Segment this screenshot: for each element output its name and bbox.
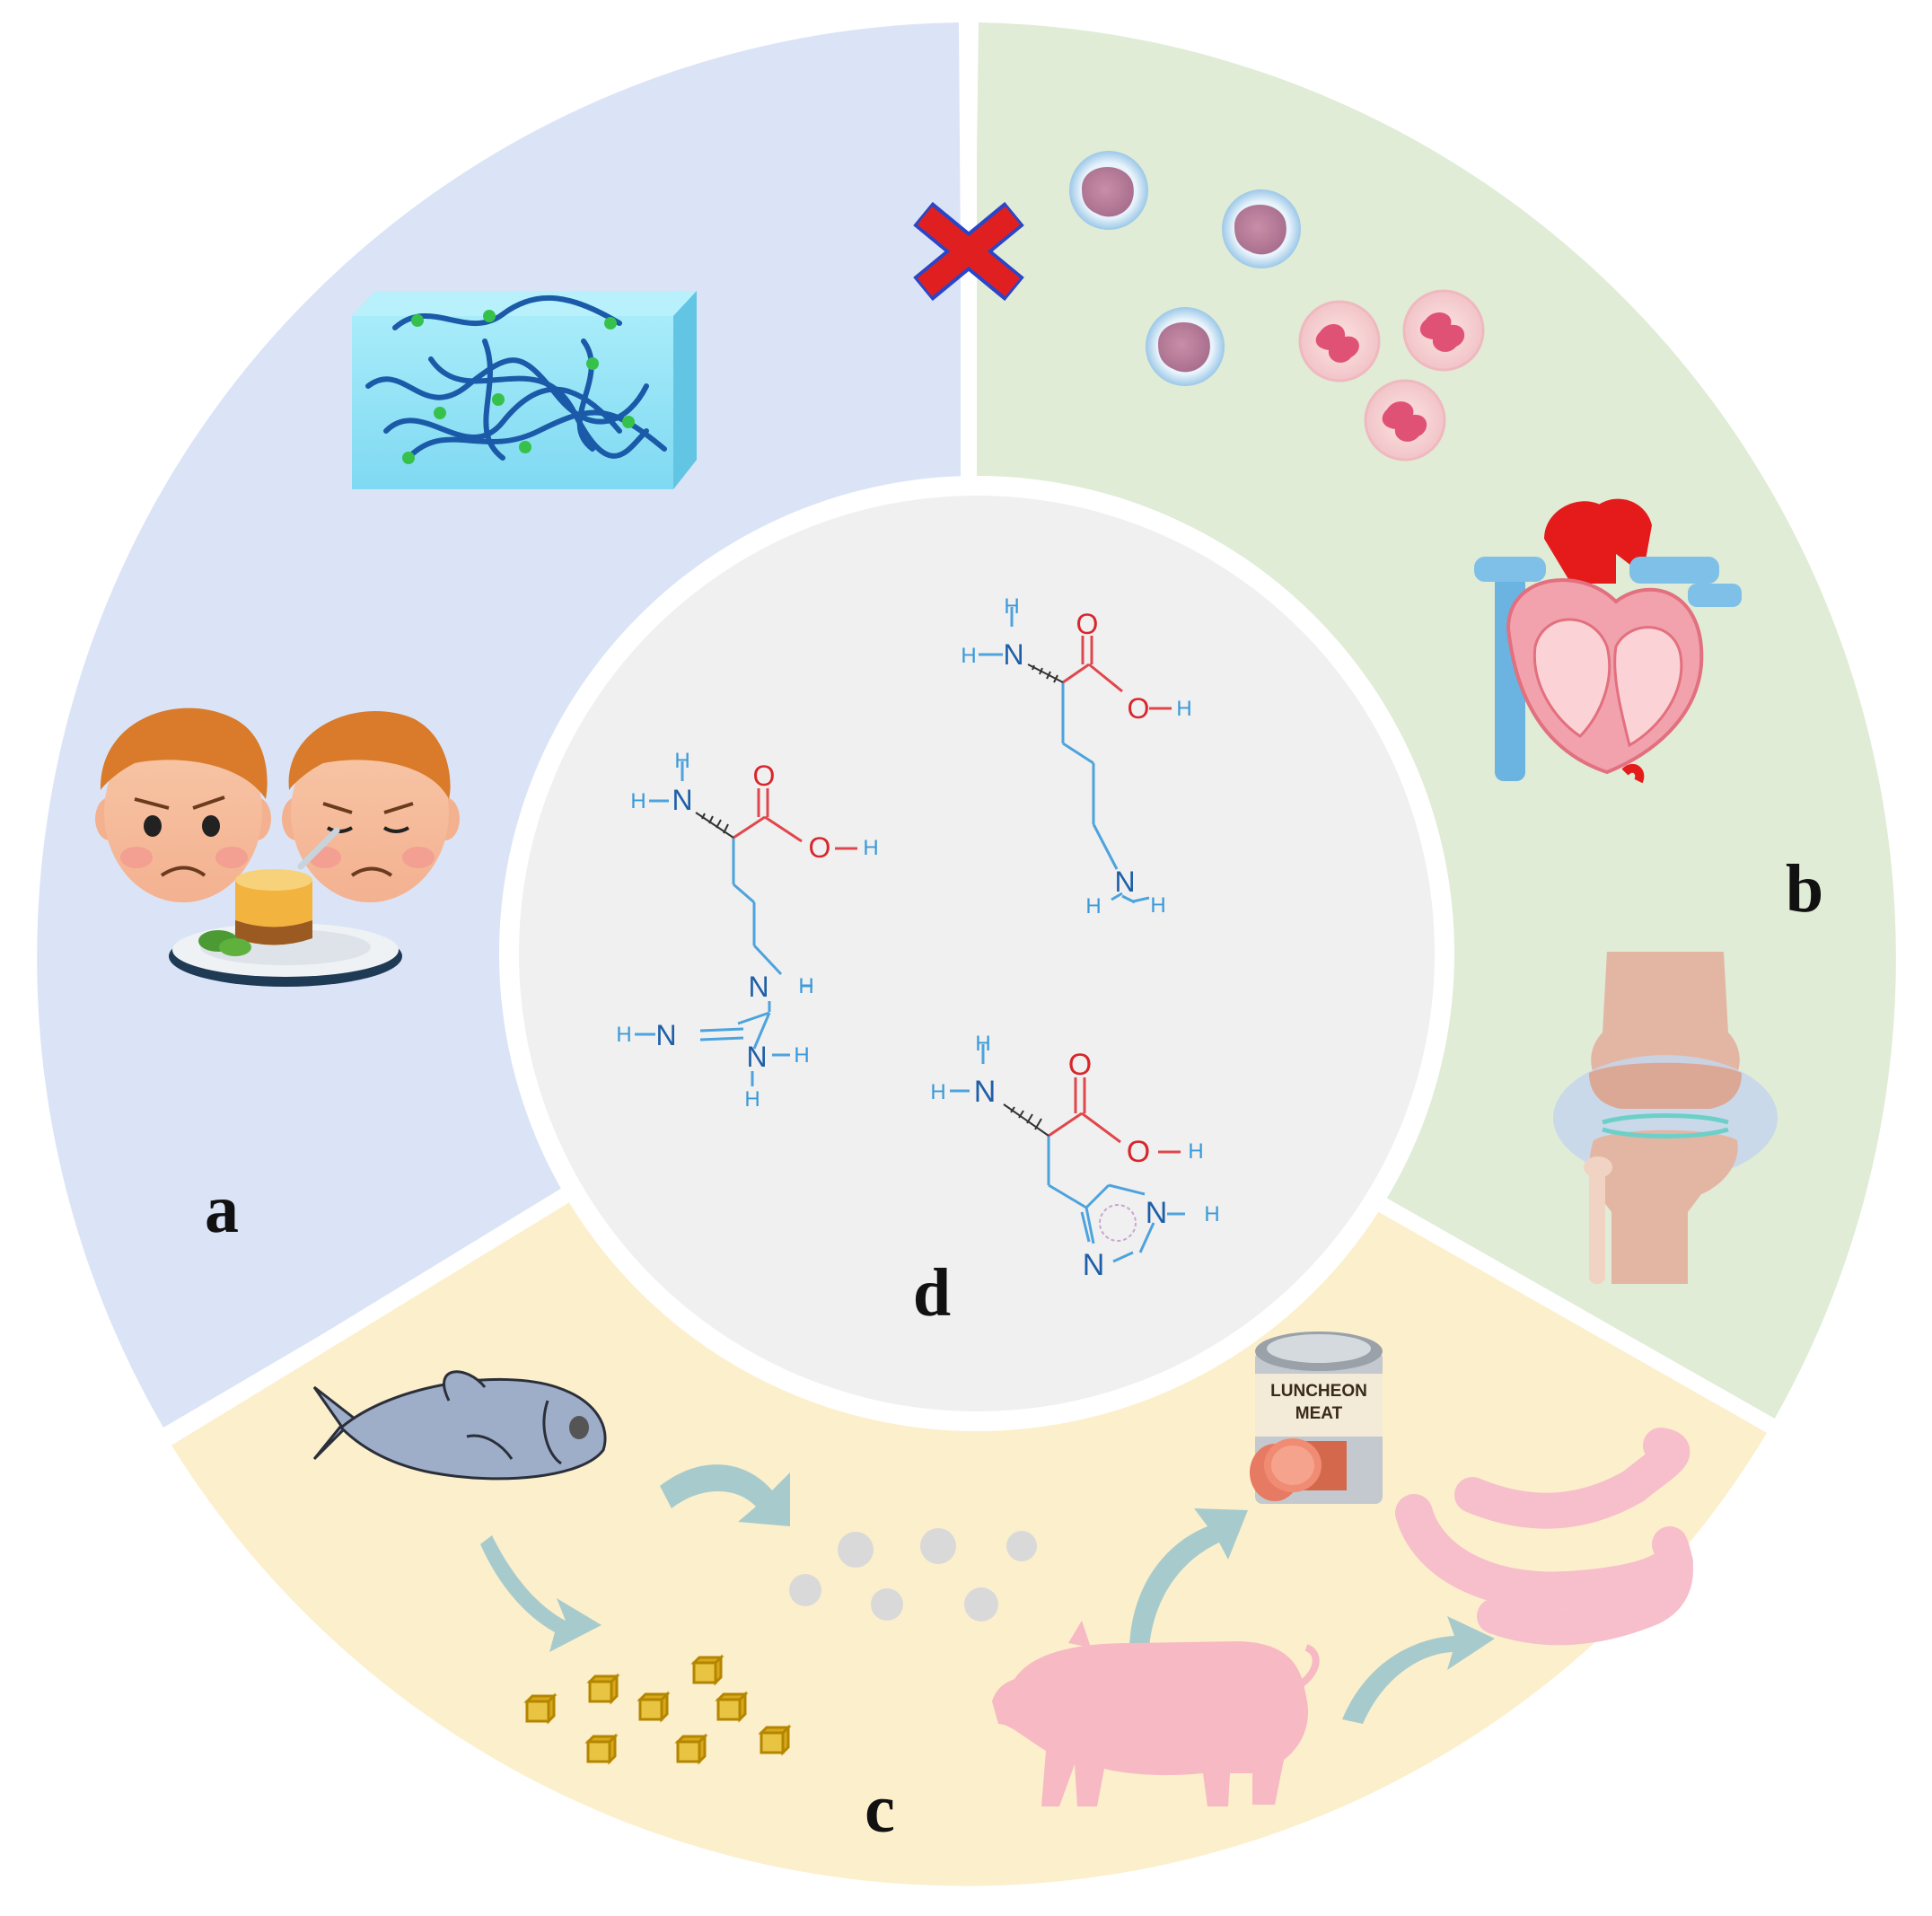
svg-text:O: O <box>1128 692 1150 725</box>
hydrogel-block-icon <box>352 291 697 489</box>
svg-text:H: H <box>674 749 689 773</box>
can-label-line2: MEAT <box>1295 1404 1343 1423</box>
svg-text:O: O <box>809 831 831 864</box>
can-label-line1: LUNCHEON <box>1270 1382 1367 1401</box>
svg-text:N: N <box>672 784 692 816</box>
svg-text:H: H <box>863 836 878 860</box>
svg-text:O: O <box>1127 1135 1150 1169</box>
sausage-icon <box>1395 1428 1693 1646</box>
heart-icon <box>1474 498 1742 784</box>
arrow-icon <box>480 1464 1495 1724</box>
svg-text:N: N <box>746 1041 767 1073</box>
svg-text:O: O <box>1076 608 1099 640</box>
panel-b-label: b <box>1786 851 1823 927</box>
svg-text:H: H <box>616 1023 631 1047</box>
svg-text:O: O <box>753 760 776 792</box>
molecule-lysine: H H N O O H N H H <box>961 594 1191 918</box>
svg-text:N: N <box>1114 866 1135 898</box>
svg-text:H: H <box>744 1087 760 1112</box>
fish-icon <box>312 1370 607 1481</box>
svg-text:H: H <box>794 1043 809 1068</box>
sad-faces-icon <box>95 708 460 902</box>
panel-d-center-circle <box>499 476 1454 1431</box>
pig-icon <box>992 1621 1320 1806</box>
panel-c-label: c <box>865 1771 895 1847</box>
svg-text:N: N <box>974 1075 997 1109</box>
svg-text:O: O <box>1068 1048 1092 1082</box>
molecule-arginine: H H N O O H N H N H N H H <box>616 749 878 1112</box>
svg-text:H: H <box>1150 893 1165 918</box>
svg-text:H: H <box>798 974 813 998</box>
knee-joint-icon <box>1553 952 1778 1284</box>
immune-cells-icon <box>1069 151 1485 461</box>
svg-text:H: H <box>975 1032 990 1056</box>
svg-text:H: H <box>1176 697 1191 721</box>
gel-cubes-icon <box>523 1654 792 1765</box>
cross-icon <box>913 201 1024 302</box>
svg-text:H: H <box>930 1080 945 1104</box>
panel-d-label: d <box>913 1255 951 1331</box>
svg-text:H: H <box>1085 894 1101 918</box>
svg-text:N: N <box>655 1019 676 1051</box>
luncheon-meat-can-icon: LUNCHEON MEAT <box>1250 1332 1383 1504</box>
dessert-plate-icon <box>169 827 402 987</box>
svg-text:H: H <box>1188 1139 1203 1164</box>
peptide-dots-icon <box>789 1528 1037 1622</box>
svg-text:H: H <box>1004 594 1019 619</box>
svg-text:H: H <box>1204 1202 1219 1226</box>
molecule-histidine: H H N O O H N H N <box>930 1032 1219 1282</box>
svg-text:H: H <box>630 789 645 813</box>
panel-a-label: a <box>205 1172 239 1247</box>
svg-text:N: N <box>1083 1248 1105 1282</box>
svg-text:N: N <box>748 971 768 1003</box>
svg-text:N: N <box>1003 638 1023 671</box>
svg-text:N: N <box>1146 1196 1168 1230</box>
svg-text:H: H <box>961 644 976 668</box>
